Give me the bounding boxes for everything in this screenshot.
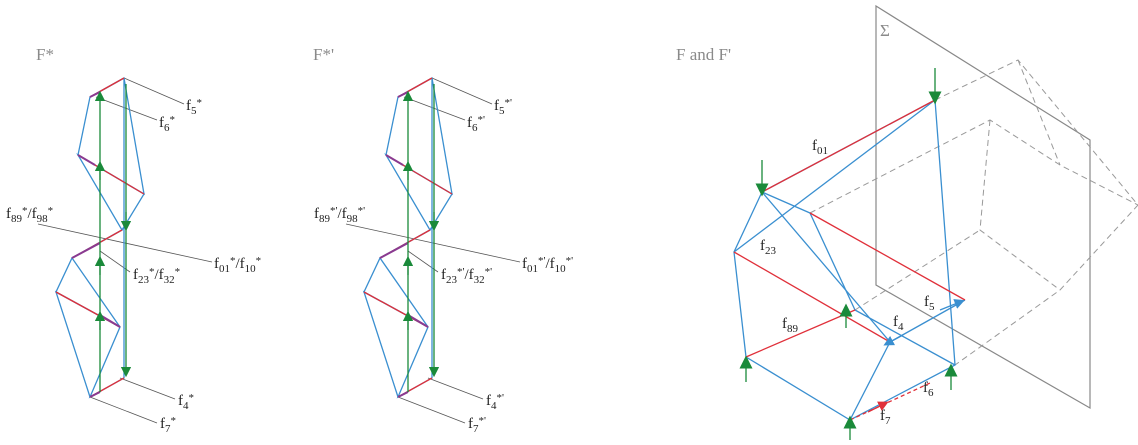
label-f7: f7 <box>880 408 891 427</box>
leader-f7 <box>89 396 158 424</box>
overlap-mark-middle-3 <box>379 242 409 259</box>
label-f4-middle: f4*' <box>486 392 504 412</box>
label-f6: f6 <box>923 380 934 399</box>
member-734-935 <box>733 99 936 253</box>
panel-title-f-and-f-prime: F and F' <box>676 45 731 64</box>
overlap-mark-left-4 <box>99 314 121 328</box>
label-f5-left: f5* <box>186 97 202 117</box>
leader-f5 <box>431 77 493 105</box>
leader-f4 <box>427 377 484 400</box>
plane-sigma <box>875 4 1091 410</box>
force-f01 <box>761 99 936 193</box>
leader-f5 <box>123 77 185 105</box>
member-855-955 <box>854 309 956 366</box>
overlap-mark-middle-5 <box>397 391 409 398</box>
label-f23-left: f23*/f32* <box>133 266 180 286</box>
member-762-810 <box>761 191 811 214</box>
plane-sigma-label: Σ <box>880 21 890 40</box>
force-f89-bar <box>745 309 856 358</box>
label-f89: f89 <box>782 316 799 335</box>
overlap-mark-left-2 <box>77 154 96 166</box>
leader-f23 <box>407 250 439 273</box>
panel-title-f-star: F* <box>36 45 54 64</box>
panel-f-and-f-prime: F and F' Σ <box>676 4 1138 440</box>
label-f23-middle: f23*'/f32*' <box>441 266 492 286</box>
mirror-outline-3 <box>979 119 1061 291</box>
mirror-outline-2 <box>809 119 1138 214</box>
label-f7-left: f7* <box>160 415 176 435</box>
label-f4-left: f4* <box>178 392 194 412</box>
arrow-f5 <box>939 299 965 311</box>
force-f7-bar <box>849 382 931 421</box>
panel-title-f-star-prime: F*' <box>313 45 334 64</box>
label-f01: f01 <box>812 138 828 157</box>
panel-f-star-prime: F*' f5*' f6*' f89*'/f98*' f01*'/f10*' f2… <box>313 45 573 435</box>
label-f7-middle: f7*' <box>468 415 486 435</box>
member-810-855 <box>809 212 856 311</box>
label-f23: f23 <box>760 238 777 257</box>
overlap-mark-middle-1 <box>397 91 409 98</box>
force-f5-bar <box>809 212 966 301</box>
label-f89-middle: f89*'/f98*' <box>314 205 365 225</box>
leader-f01 <box>345 223 521 263</box>
label-f4: f4 <box>893 314 904 333</box>
label-f6-left: f6* <box>159 114 175 134</box>
leader-f01 <box>37 223 213 263</box>
leader-f7 <box>397 396 466 424</box>
overlap-mark-left-1 <box>89 91 101 98</box>
label-f01-left: f01*/f10* <box>214 255 261 275</box>
overlap-mark-left-5 <box>89 391 101 398</box>
overlap-mark-left-3 <box>71 242 101 259</box>
leader-f23 <box>99 250 131 273</box>
overlap-mark-middle-4 <box>407 314 429 328</box>
mirror-outline-4 <box>854 229 981 311</box>
label-f01-middle: f01*'/f10*' <box>522 255 573 275</box>
arrow-f4 <box>883 334 904 346</box>
label-f5-middle: f5*' <box>494 97 512 117</box>
overlap-mark-middle-2 <box>385 154 404 166</box>
label-f89-left: f89*/f98* <box>6 205 53 225</box>
label-f5: f5 <box>924 294 935 313</box>
leader-f4 <box>119 377 176 400</box>
panel-f-star: F* f5* f6* f89*/f98* f01*/f10* <box>6 45 261 435</box>
label-f6-middle: f6*' <box>467 114 485 134</box>
mirror-outline-5 <box>1017 59 1061 166</box>
member-890-850 <box>849 341 891 421</box>
mirror-outline-1 <box>934 59 1138 366</box>
force-f23-bar <box>733 251 891 343</box>
arrow-f7 <box>867 401 889 413</box>
